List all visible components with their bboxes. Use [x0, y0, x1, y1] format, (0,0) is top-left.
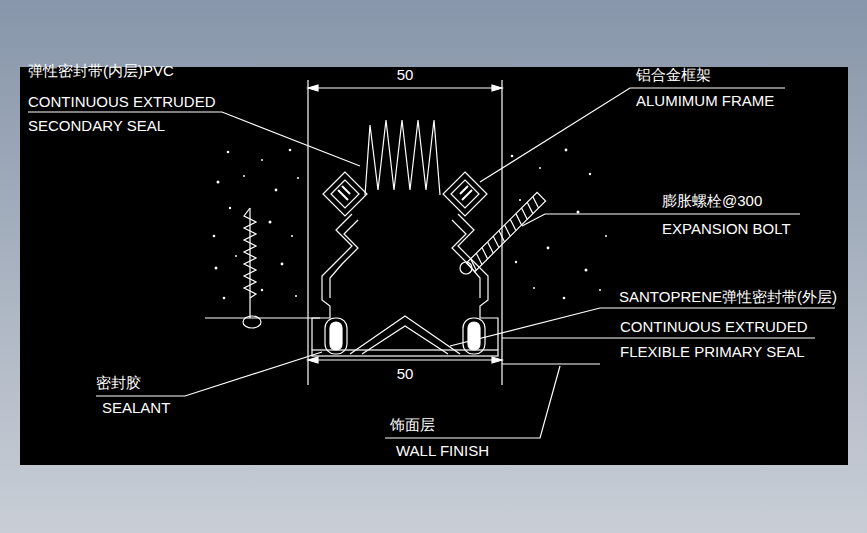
- note-text: CONTINUOUS EXTRUDED: [620, 318, 808, 335]
- note-text: 弹性密封带(内层)PVC: [28, 62, 174, 79]
- note-text: SECONDARY SEAL: [28, 117, 165, 134]
- note-text: SANTOPRENE弹性密封带(外层): [619, 288, 837, 305]
- note-text: EXPANSION BOLT: [662, 220, 791, 237]
- note-text: SEALANT: [102, 399, 170, 416]
- note-text: CONTINUOUS EXTRUDED: [28, 93, 216, 110]
- note-text: 铝合金框架: [636, 66, 711, 83]
- note-text: WALL FINISH: [396, 442, 489, 459]
- dimension-value: 50: [397, 365, 414, 382]
- note-text: FLEXIBLE PRIMARY SEAL: [620, 343, 805, 360]
- dimension-value: 50: [397, 66, 414, 83]
- note-text: 膨胀螺栓@300: [662, 192, 762, 209]
- note-text: ALUMIMUM FRAME: [636, 92, 774, 109]
- note-text: 密封胶: [96, 374, 141, 391]
- note-text: 饰面层: [390, 416, 435, 433]
